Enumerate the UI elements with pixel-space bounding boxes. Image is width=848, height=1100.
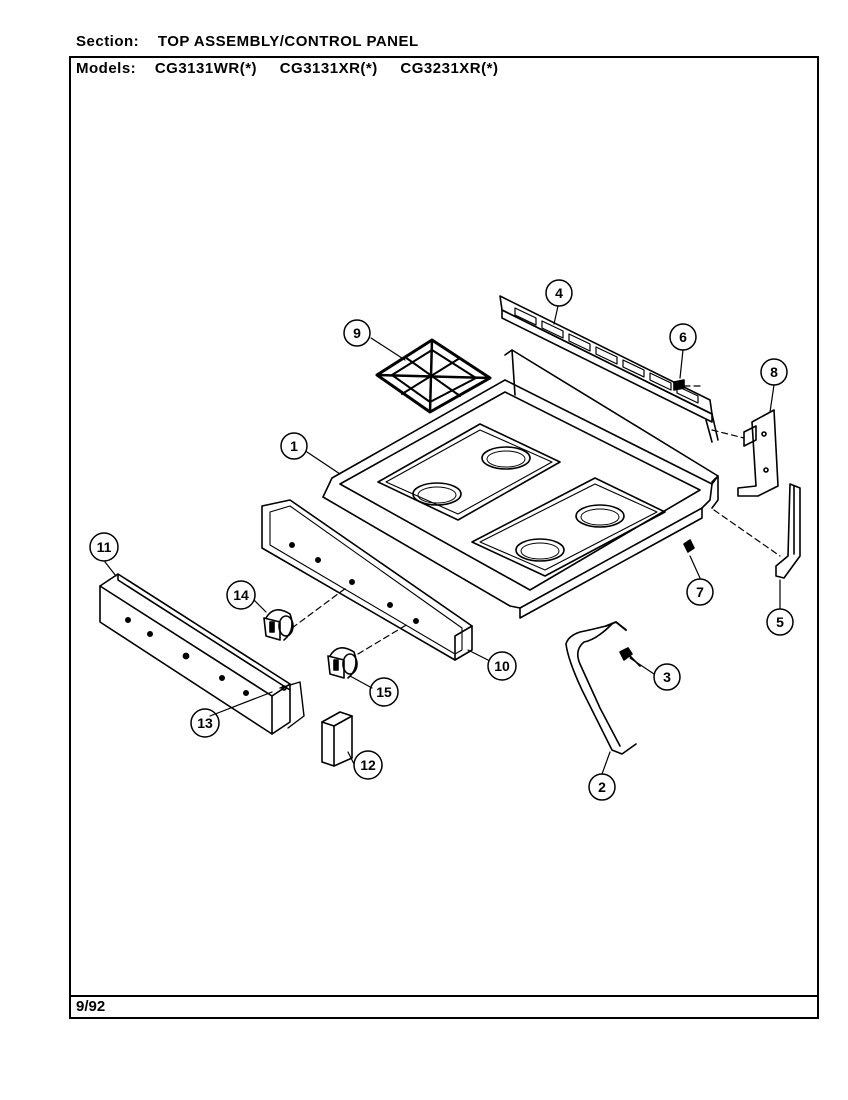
callout-6: 6 xyxy=(669,323,697,351)
svg-text:11: 11 xyxy=(97,539,112,555)
assembly-lines xyxy=(291,385,781,655)
svg-text:10: 10 xyxy=(494,658,510,674)
part-rod xyxy=(565,621,637,755)
section-title: TOP ASSEMBLY/CONTROL PANEL xyxy=(157,33,419,50)
part-bracket xyxy=(737,409,779,497)
svg-text:6: 6 xyxy=(679,329,687,345)
callout-2: 2 xyxy=(588,773,616,801)
part-block xyxy=(321,711,353,767)
svg-text:15: 15 xyxy=(376,684,392,700)
model-number: CG3231XR(*) xyxy=(400,60,499,77)
callout-9: 9 xyxy=(343,319,371,347)
part-clip xyxy=(673,379,685,391)
part-knob-b xyxy=(327,647,358,679)
callout-10: 10 xyxy=(487,651,517,681)
diagram-frame xyxy=(69,56,819,1019)
callout-1: 1 xyxy=(280,432,308,460)
callout-15: 15 xyxy=(369,677,399,707)
svg-text:9: 9 xyxy=(353,325,361,341)
svg-text:3: 3 xyxy=(663,669,671,685)
part-grate xyxy=(375,338,492,414)
models-label: Models: xyxy=(76,60,137,77)
svg-text:2: 2 xyxy=(598,779,606,795)
part-control-panel xyxy=(261,499,473,661)
svg-text:5: 5 xyxy=(776,614,784,630)
svg-text:4: 4 xyxy=(555,285,563,301)
svg-text:8: 8 xyxy=(770,364,778,380)
part-small-screw xyxy=(683,539,695,553)
section-header: Section: TOP ASSEMBLY/CONTROL PANEL xyxy=(76,33,419,50)
callout-14: 14 xyxy=(226,580,256,610)
model-number: CG3131XR(*) xyxy=(279,60,378,77)
callout-12: 12 xyxy=(353,750,383,780)
models-header: Models: CG3131WR(*) CG3131XR(*) CG3231XR… xyxy=(76,60,516,77)
callout-13: 13 xyxy=(190,708,220,738)
section-label: Section: xyxy=(76,33,140,50)
callout-8: 8 xyxy=(760,358,788,386)
footer-divider xyxy=(69,995,819,997)
callout-3: 3 xyxy=(653,663,681,691)
svg-text:12: 12 xyxy=(360,757,376,773)
callout-11: 11 xyxy=(89,532,119,562)
callout-4: 4 xyxy=(545,279,573,307)
callout-7: 7 xyxy=(686,578,714,606)
part-panel-housing xyxy=(99,573,305,735)
part-rear-vent-trim xyxy=(499,295,719,443)
callout-5: 5 xyxy=(766,608,794,636)
svg-text:1: 1 xyxy=(290,438,298,454)
svg-text:13: 13 xyxy=(197,715,213,731)
part-side-strip xyxy=(775,483,801,579)
model-number: CG3131WR(*) xyxy=(154,60,258,77)
revision-date: 9/92 xyxy=(76,998,106,1015)
svg-text:7: 7 xyxy=(696,584,704,600)
callout-leaders xyxy=(104,305,781,775)
svg-text:14: 14 xyxy=(233,587,249,603)
part-knob-a xyxy=(263,609,294,641)
part-main-top xyxy=(322,349,719,619)
